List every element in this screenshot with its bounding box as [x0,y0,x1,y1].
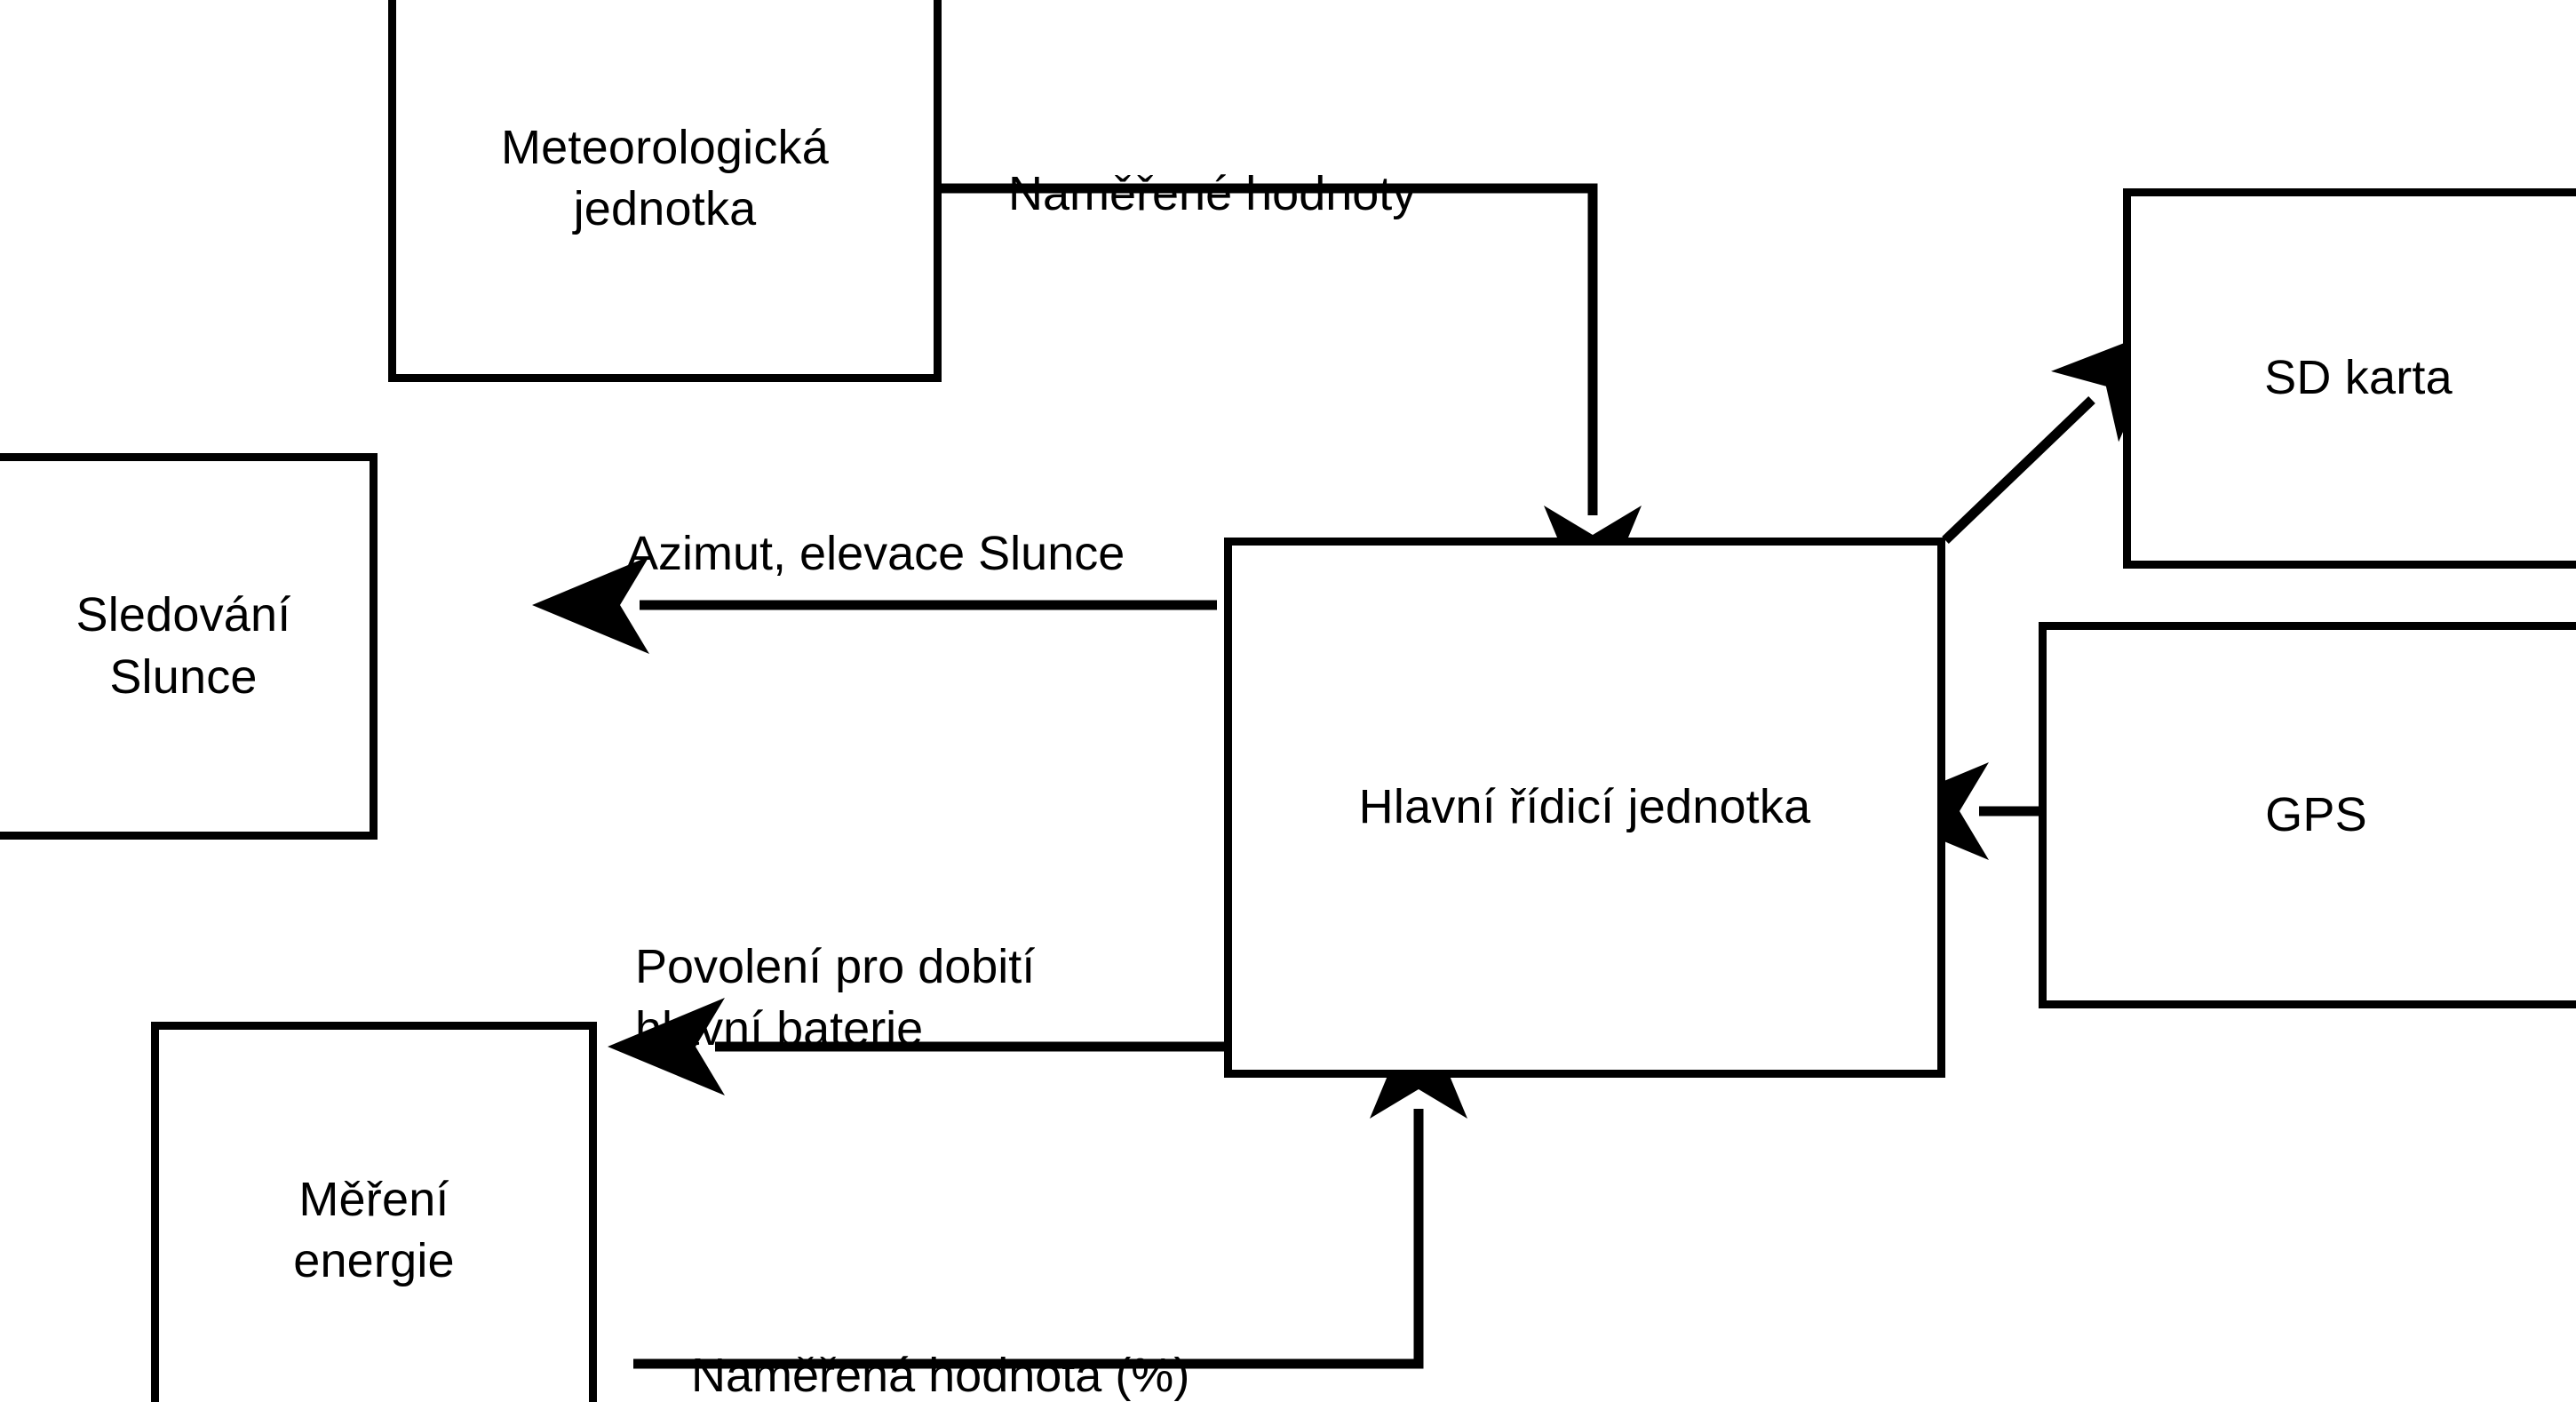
edge-label-povoleni-dobiti: Povolení pro dobití hlavní baterie [635,873,1035,1061]
node-label-sledovani: Sledování Slunce [76,588,291,704]
node-label-hlavni: Hlavní řídicí jednotka [1358,780,1811,834]
edge-label-namerena-hodnota: Naměřená hodnota (%) [691,1282,1189,1402]
edge-hlavni-to-sd [1942,325,2170,544]
edge-label-azimut-elevace: Azimut, elevace Slunce [626,460,1125,585]
edge-label-text-1: Naměřené hodnoty [1008,167,1417,221]
node-label-meteo: Meteorologická jednotka [501,120,829,235]
edge-meteo-to-hlavni [942,183,1642,623]
edge-label-text-4: Naměřená hodnota (%) [691,1349,1190,1402]
edge-mereni-to-hlavni [633,1001,1467,1369]
node-label-mereni: Měření energie [293,1172,455,1287]
node-sledovani-slunce[interactable]: Sledování Slunce [0,453,378,840]
node-meteorologicka-jednotka[interactable]: Meteorologická jednotka [388,0,942,382]
edge-label-text-3: Povolení pro dobití hlavní baterie [635,940,1036,1056]
node-label-gps: GPS [2265,787,2367,841]
node-label-sd: SD karta [2264,351,2453,405]
node-mereni-energie[interactable]: Měření energie [151,1022,597,1402]
node-hlavni-ridici-jednotka[interactable]: Hlavní řídicí jednotka [1224,538,1945,1078]
edge-label-namerene-hodnoty: Naměřené hodnoty [1008,100,1416,225]
node-gps[interactable]: GPS [2039,622,2576,1008]
edge-label-text-2: Azimut, elevace Slunce [626,527,1125,581]
node-sd-karta[interactable]: SD karta [2123,188,2576,569]
